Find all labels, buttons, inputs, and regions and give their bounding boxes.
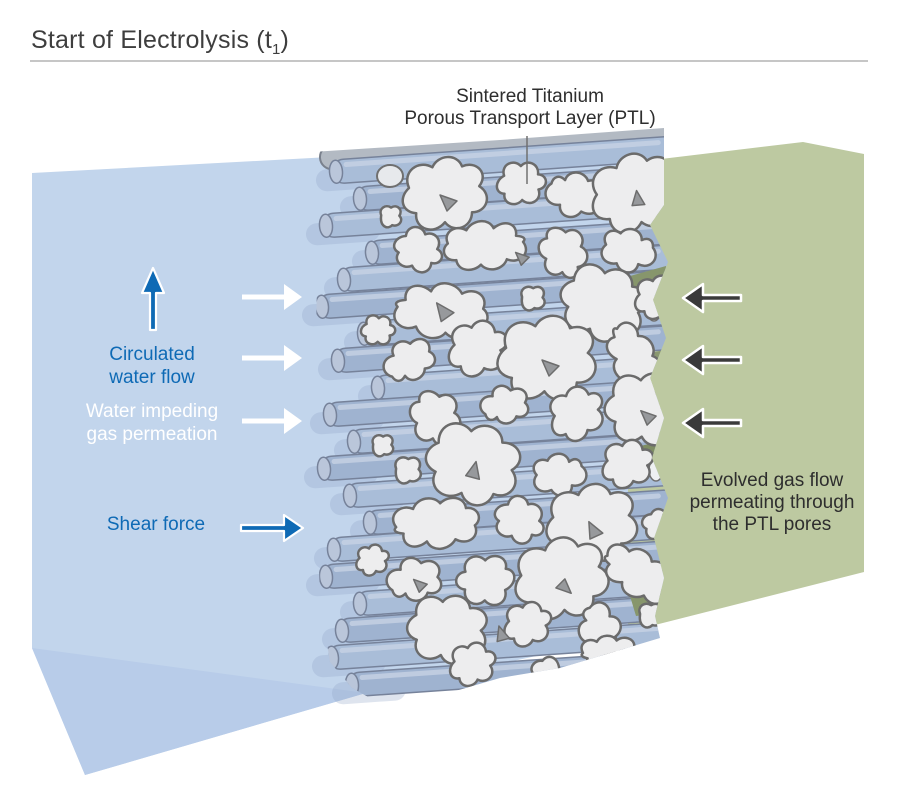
evolved-gas-arrows bbox=[681, 282, 743, 439]
evolved-gas-label: Evolved gas flow permeating through the … bbox=[689, 470, 855, 535]
water-impeding-label: Water impeding gas permeation bbox=[85, 401, 219, 445]
ptl-structure bbox=[314, 128, 668, 697]
title-divider bbox=[30, 60, 868, 62]
black-left-arrow bbox=[681, 407, 743, 439]
gas-panel bbox=[628, 142, 864, 628]
water-impeding-arrows bbox=[242, 284, 302, 434]
shear-force-arrow bbox=[239, 513, 305, 543]
circulated-water-flow-label: Circulated water flow bbox=[109, 344, 195, 388]
water-flow-up-arrow bbox=[140, 266, 166, 332]
white-right-arrow bbox=[242, 284, 302, 310]
title-subscript: 1 bbox=[271, 41, 281, 58]
water-panel-fold bbox=[32, 648, 366, 775]
white-right-arrow bbox=[242, 408, 302, 434]
page-title: Start of Electrolysis (t1) bbox=[31, 26, 290, 58]
black-left-arrow bbox=[681, 282, 743, 314]
ptl-label: Sintered Titanium Porous Transport Layer… bbox=[404, 86, 656, 129]
shear-force-label: Shear force bbox=[106, 514, 206, 535]
white-right-arrow bbox=[242, 345, 302, 371]
black-left-arrow bbox=[681, 344, 743, 376]
